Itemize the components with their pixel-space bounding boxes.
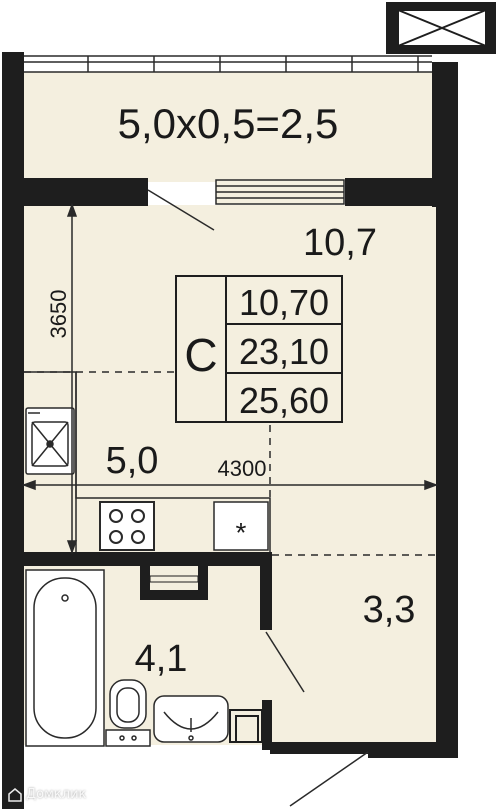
bathroom-partition [140,566,208,600]
bathtub [25,569,105,747]
vertical-dimension-label: 3650 [46,290,71,339]
watermark-text: Домклик [26,787,87,802]
apartment-type-letter: C [184,329,217,381]
washbasin [153,695,229,743]
horizontal-dimension-label: 4300 [218,456,267,481]
toilet [105,679,151,747]
bathroom-door [265,631,305,693]
kitchen-area-label: 5,0 [106,440,159,482]
walls [2,52,458,809]
hall-area-label: 3,3 [363,589,416,631]
fridge: * [213,501,269,551]
room-labels: 5,0x0,5=2,5 10,7 5,0 3,3 4,1 [106,100,416,680]
bathroom-niche [229,709,263,743]
balcony-railing [24,55,432,73]
summary-living-area: 10,70 [239,282,329,323]
watermark: Домклик [8,787,86,802]
balcony-door [147,179,345,231]
zone-dividers [24,371,436,556]
dimension-lines [21,202,439,555]
balcony-area-label: 5,0x0,5=2,5 [118,100,339,147]
house-icon [8,787,22,802]
bathroom-area-label: 4,1 [135,638,188,680]
summary-total-area: 23,10 [239,331,329,372]
kitchen-counter [24,371,271,552]
stove [99,501,155,551]
ventilation-box [386,2,496,54]
fridge-symbol: * [236,517,247,548]
summary-table: C 10,70 23,10 25,60 [175,275,343,423]
entrance-door [289,751,369,807]
kitchen-sink [25,407,75,475]
summary-total-with-balcony: 25,60 [239,380,329,421]
balcony-floor [24,72,432,182]
living-area-label: 10,7 [303,222,377,264]
